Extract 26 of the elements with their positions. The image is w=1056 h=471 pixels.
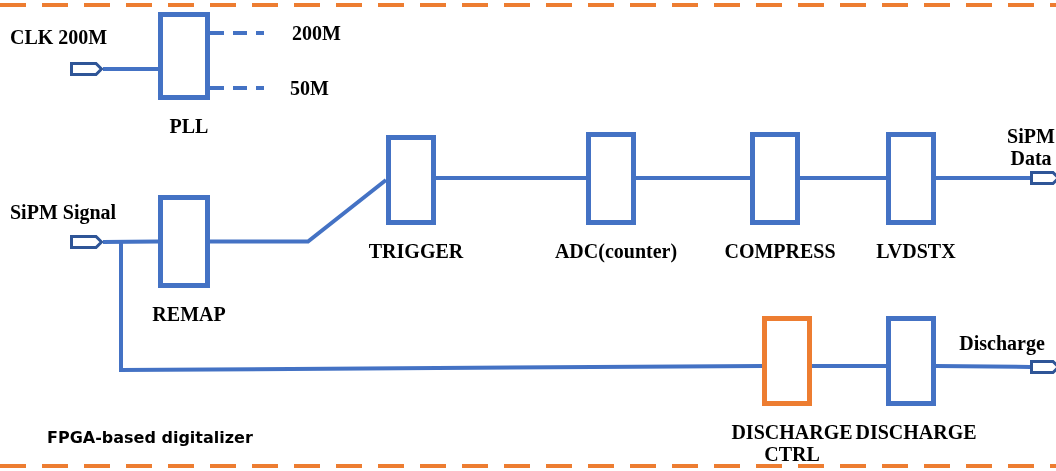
connector bbox=[800, 176, 886, 180]
block-label: ADC(counter) bbox=[554, 240, 678, 262]
block-label: COMPRESS bbox=[724, 240, 836, 262]
block-label: DISCHARGE CTRL bbox=[730, 421, 854, 465]
connector bbox=[936, 176, 1030, 180]
port-label: SiPM Signal bbox=[10, 201, 117, 223]
connector bbox=[119, 242, 762, 372]
port-label: SiPM Data bbox=[1006, 125, 1056, 169]
caption-text: FPGA-based digitalizer bbox=[47, 428, 253, 447]
connector bbox=[935, 364, 1031, 369]
port-label: Discharge bbox=[958, 332, 1046, 354]
block-label: PLL bbox=[169, 115, 209, 137]
connector bbox=[636, 176, 750, 180]
dashed-connector bbox=[210, 31, 264, 35]
connector bbox=[102, 239, 159, 244]
block-label: REMAP bbox=[152, 303, 226, 325]
block-label: LVDSTX bbox=[876, 240, 956, 262]
connector bbox=[210, 178, 388, 244]
connector bbox=[103, 67, 158, 71]
dashed-connector bbox=[210, 86, 264, 90]
port-label: CLK 200M bbox=[10, 26, 108, 48]
connector bbox=[812, 364, 886, 368]
block-label: DISCHARGE bbox=[855, 421, 977, 443]
signal-label: 50M bbox=[290, 77, 340, 103]
block-label: TRIGGER bbox=[368, 240, 464, 262]
connector bbox=[436, 176, 586, 180]
